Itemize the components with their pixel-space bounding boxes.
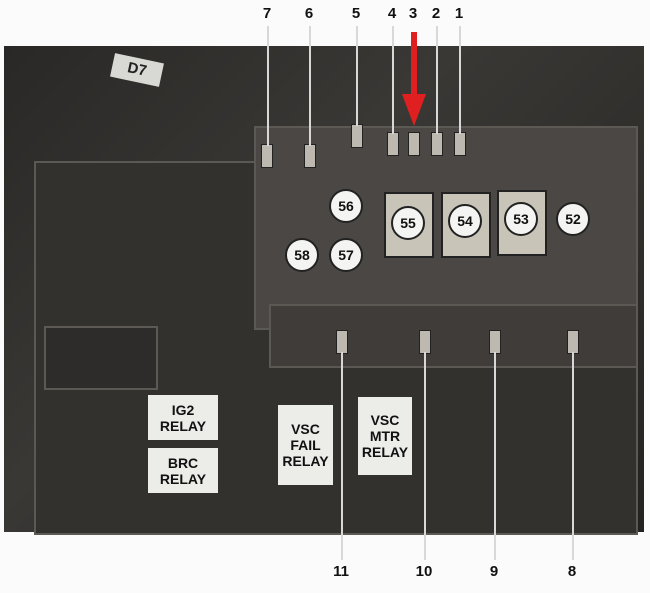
label-5: 5: [351, 5, 361, 22]
label-3: 3: [408, 5, 418, 22]
leader-9: [494, 352, 496, 560]
relay-56: 56: [329, 189, 363, 223]
label-8: 8: [567, 563, 577, 580]
label-6: 6: [304, 5, 314, 22]
vsc-mtr-relay-label: VSC MTR RELAY: [358, 397, 412, 475]
label-10: 10: [415, 563, 433, 580]
label-11: 11: [333, 563, 349, 580]
sticker: D7: [110, 53, 164, 87]
leader-5: [356, 26, 358, 126]
leader-2: [436, 26, 438, 134]
relay-55: 55: [391, 206, 425, 240]
fuse-3: [408, 132, 420, 156]
fuse-strip: [269, 304, 638, 368]
fuse-4: [387, 132, 399, 156]
fuse-2: [431, 132, 443, 156]
leader-11: [341, 352, 343, 560]
leader-6: [309, 26, 311, 146]
vsc-fail-relay-label: VSC FAIL RELAY: [278, 405, 333, 485]
brc-relay-label: BRC RELAY: [148, 448, 218, 493]
red-arrow-icon: [402, 32, 426, 126]
relay-53: 53: [504, 202, 538, 236]
fuse-6: [304, 144, 316, 168]
fuse-1: [454, 132, 466, 156]
relay-54: 54: [448, 204, 482, 238]
fuse-9: [489, 330, 501, 354]
label-9: 9: [489, 563, 499, 580]
fuse-7: [261, 144, 273, 168]
label-7: 7: [262, 5, 272, 22]
ig2-relay-label: IG2 RELAY: [148, 395, 218, 440]
leader-10: [424, 352, 426, 560]
leader-4: [392, 26, 394, 134]
fuse-5: [351, 124, 363, 148]
relay-52: 52: [556, 202, 590, 236]
connector: [44, 326, 158, 390]
leader-7: [267, 26, 269, 146]
fuse-8: [567, 330, 579, 354]
fuse-10: [419, 330, 431, 354]
leader-8: [572, 352, 574, 560]
label-2: 2: [431, 5, 441, 22]
fuse-11: [336, 330, 348, 354]
relay-57: 57: [329, 238, 363, 272]
label-1: 1: [454, 5, 464, 22]
relay-58: 58: [285, 238, 319, 272]
leader-1: [459, 26, 461, 134]
label-4: 4: [387, 5, 397, 22]
